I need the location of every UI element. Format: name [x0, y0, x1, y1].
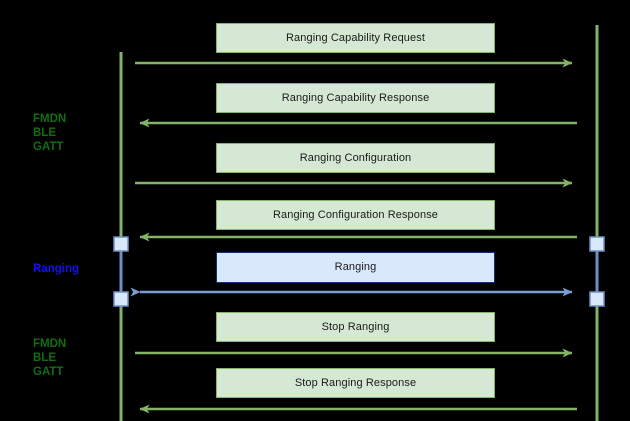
ranging-active-segment-group: [119, 244, 599, 299]
message-box-ranging-capability-response[interactable]: Ranging Capability Response: [216, 83, 495, 113]
message-box-ranging-configuration-response[interactable]: Ranging Configuration Response: [216, 200, 495, 230]
message-box-ranging-capability-request[interactable]: Ranging Capability Request: [216, 23, 495, 53]
message-box-ranging-configuration[interactable]: Ranging Configuration: [216, 143, 495, 173]
message-box-ranging[interactable]: Ranging: [216, 252, 495, 283]
activation-left-end: [113, 291, 129, 307]
lifeline-group: [119, 25, 599, 421]
message-box-stop-ranging-response[interactable]: Stop Ranging Response: [216, 368, 495, 398]
activation-left-start: [113, 236, 129, 252]
message-box-stop-ranging[interactable]: Stop Ranging: [216, 312, 495, 342]
phase-label-ranging: Ranging: [33, 263, 79, 275]
phase-label-fmdn-ble-gatt-bottom: FMDN BLE GATT: [33, 338, 67, 378]
activation-marker-group: [113, 236, 605, 307]
activation-right-start: [589, 236, 605, 252]
phase-label-fmdn-ble-gatt-top: FMDN BLE GATT: [33, 113, 67, 153]
activation-right-end: [589, 291, 605, 307]
message-arrow-group: [130, 58, 577, 414]
